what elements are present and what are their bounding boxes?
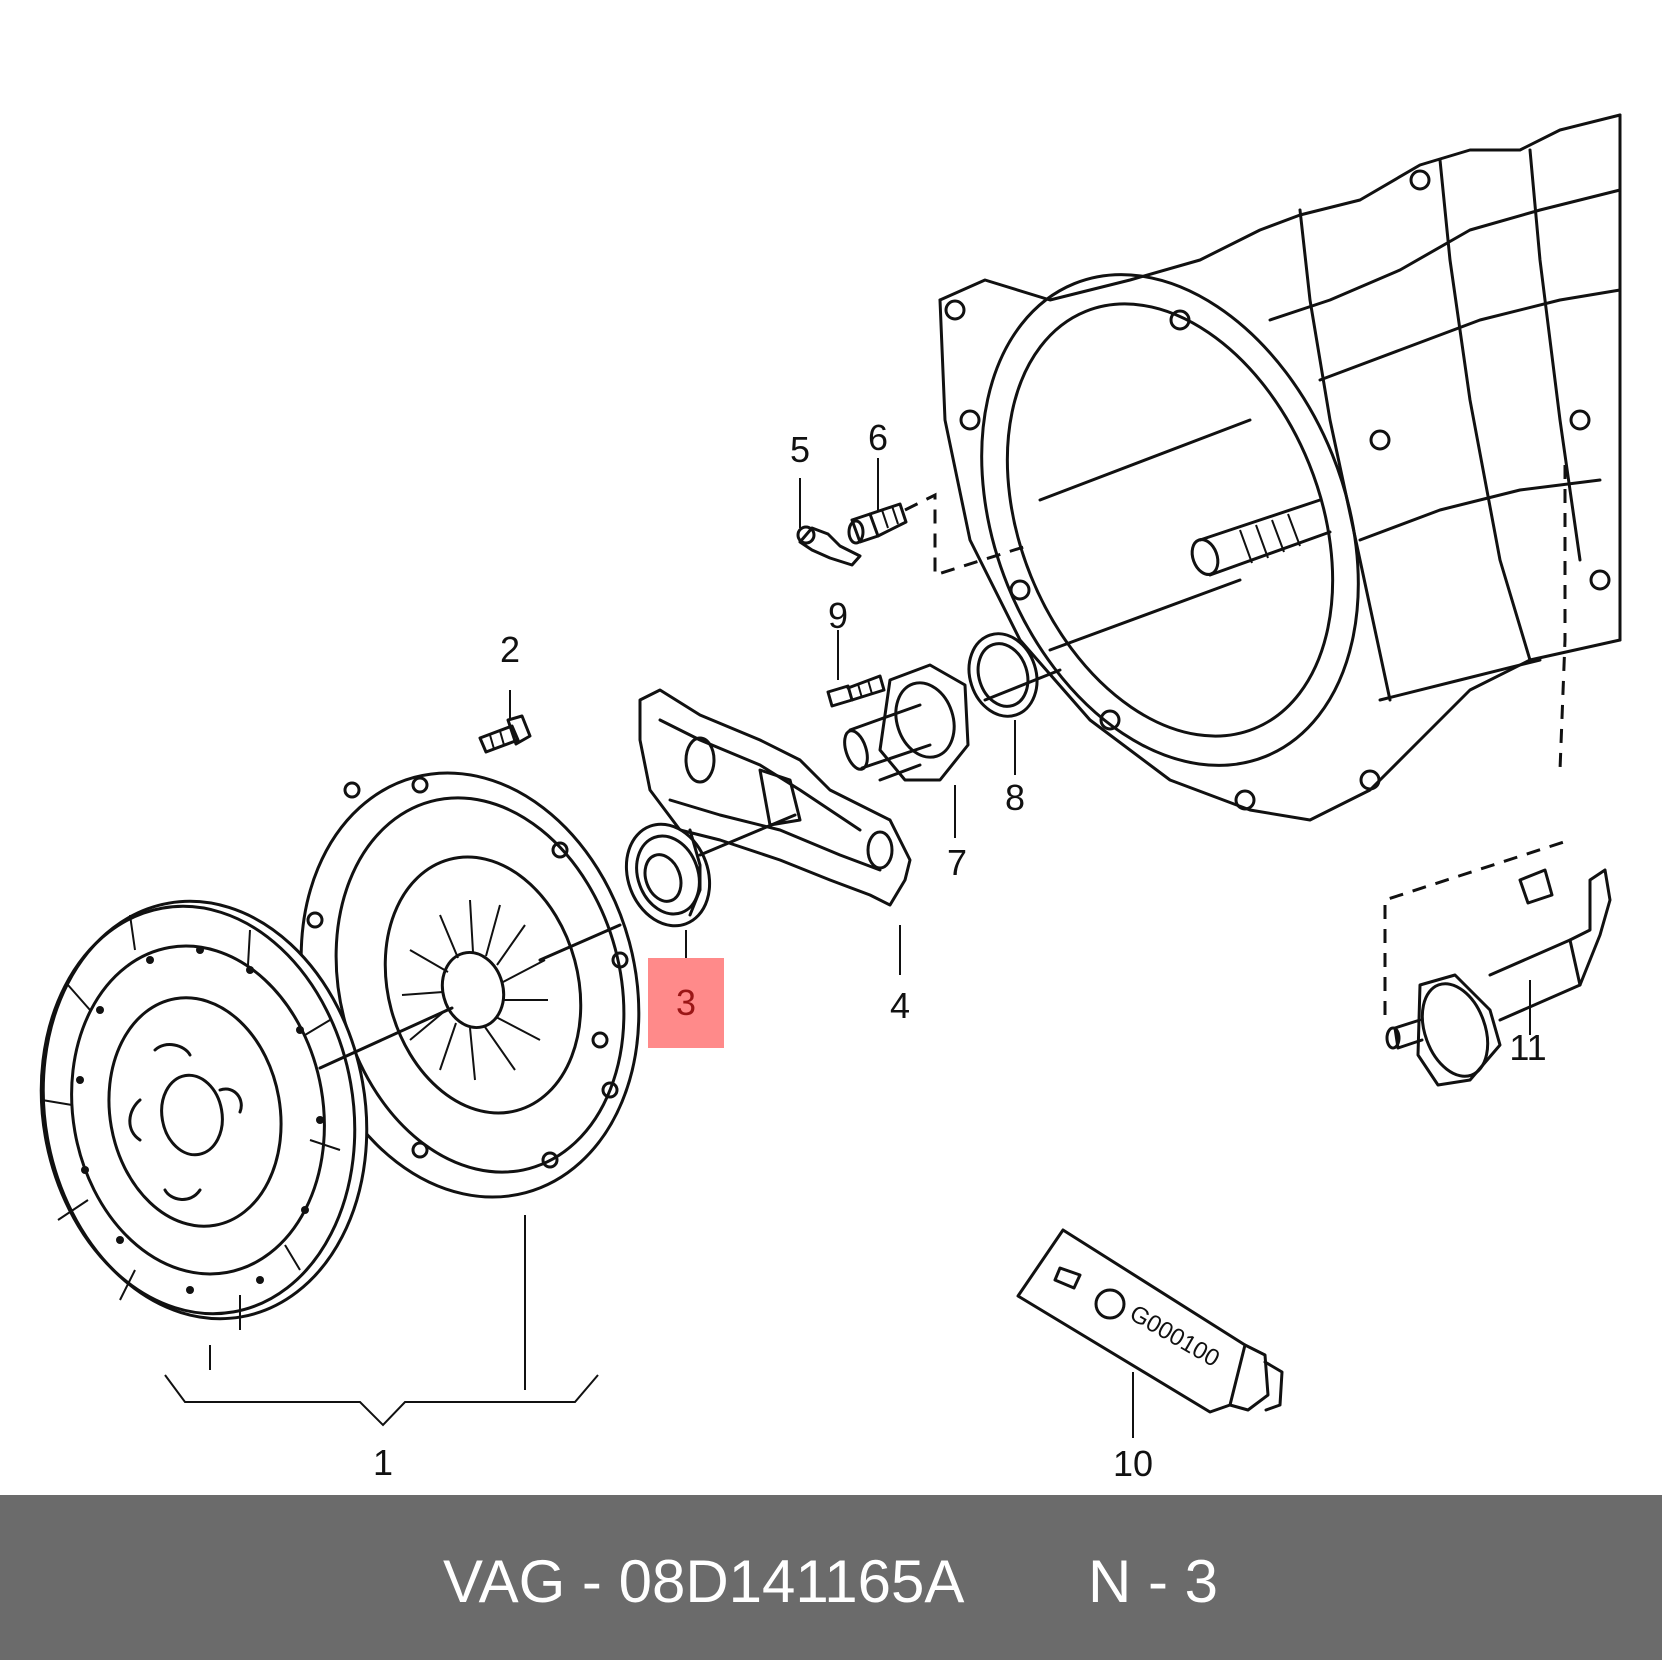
clutch-disc bbox=[39, 899, 369, 1330]
label-4: 4 bbox=[889, 985, 911, 1026]
pressure-plate-bolt bbox=[478, 714, 532, 754]
label-7: 7 bbox=[946, 842, 968, 883]
label-10: 10 bbox=[1112, 1443, 1154, 1484]
label-3-highlighted: 3 bbox=[675, 982, 697, 1023]
sleeve-bolt bbox=[826, 674, 886, 708]
tube-text: G000100 bbox=[1125, 1300, 1224, 1373]
seal-ring bbox=[967, 632, 1039, 718]
footer-bar: VAG - 08D141165A N - 3 bbox=[0, 1495, 1662, 1660]
guide-pin bbox=[847, 492, 1031, 578]
label-8: 8 bbox=[1004, 777, 1026, 818]
retaining-clip bbox=[796, 525, 862, 567]
label-2: 2 bbox=[499, 629, 521, 670]
clutch-exploded-diagram: G000100 bbox=[39, 113, 1622, 1438]
slave-cylinder bbox=[1383, 838, 1612, 1087]
label-1: 1 bbox=[372, 1442, 394, 1483]
part-number-text: VAG - 08D141165A bbox=[443, 1548, 965, 1615]
position-text: N - 3 bbox=[1088, 1548, 1219, 1615]
leader-lines bbox=[164, 458, 1531, 1438]
label-11: 11 bbox=[1509, 1027, 1547, 1068]
grease-tube: G000100 bbox=[1016, 1228, 1284, 1414]
label-6: 6 bbox=[867, 417, 889, 458]
guide-sleeve bbox=[843, 663, 970, 782]
highlight-box bbox=[648, 958, 724, 1048]
release-lever bbox=[638, 688, 912, 907]
label-5: 5 bbox=[789, 429, 811, 470]
transmission-housing bbox=[938, 113, 1622, 822]
release-bearing bbox=[624, 822, 712, 928]
label-9: 9 bbox=[827, 595, 849, 636]
